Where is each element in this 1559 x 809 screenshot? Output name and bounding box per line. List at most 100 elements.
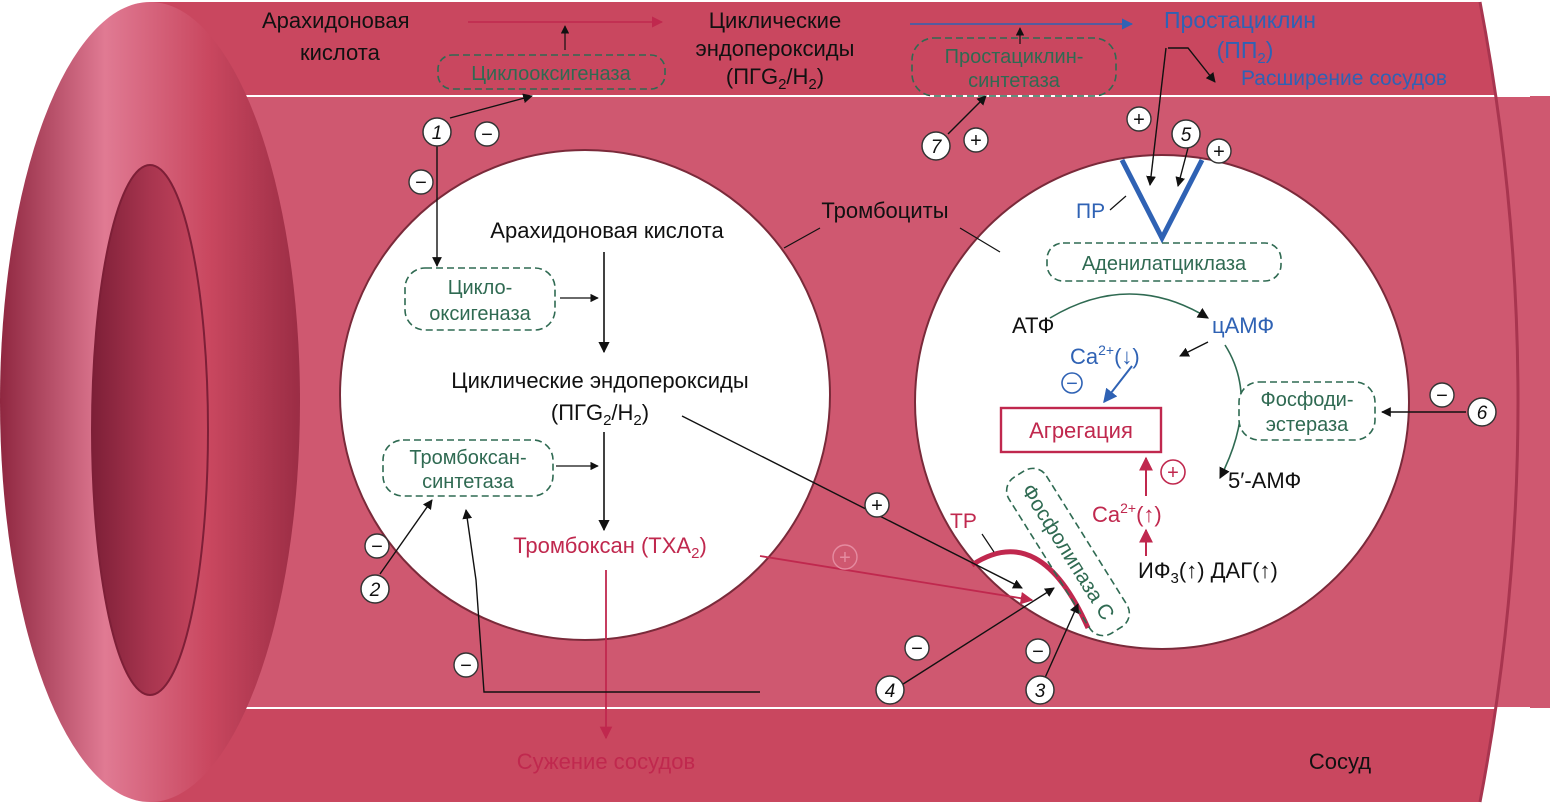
- adenylate-cyclase: Аденилатциклаза: [1082, 253, 1247, 275]
- top-endoperoxides-line2: эндопероксиды: [696, 36, 855, 61]
- ip3-dag: ИФ3(↑) ДАГ(↑): [1138, 558, 1278, 587]
- top-arachidonic-acid-line1: Арахидоновая: [262, 8, 409, 33]
- top-pg-formula: (ПГG2/H2): [726, 64, 824, 93]
- left-pg-formula: (ПГG2/H2): [551, 400, 649, 429]
- svg-text:−: −: [911, 638, 923, 660]
- aggregation: Агрегация: [1029, 418, 1133, 443]
- marker-4: 4: [875, 675, 905, 705]
- arrow-ca-down-to-aggregation: [1103, 365, 1133, 404]
- svg-text:2: 2: [369, 580, 381, 601]
- prostacyclin-synthetase-box: [911, 37, 1117, 97]
- svg-text:3: 3: [1035, 681, 1046, 702]
- plus-ca-up-sign: +: [1167, 462, 1179, 484]
- prostacyclin-pp2: (ПП2): [1217, 37, 1274, 67]
- minus-1-right: −: [474, 121, 500, 147]
- arrow-1-to-cox-top: [449, 93, 533, 119]
- minus-4: −: [904, 635, 930, 661]
- svg-text:+: +: [839, 547, 851, 569]
- arrow-camp-to-ca: [1179, 341, 1209, 357]
- thromboxane-synthetase-box: [382, 439, 554, 497]
- thromboxane-synthetase-line2: синтетаза: [422, 471, 515, 493]
- ca-down: Ca2+(↓): [1070, 342, 1140, 369]
- top-cyclooxygenase-box: [437, 54, 666, 90]
- plus-ca-up: [1160, 459, 1186, 485]
- right-platelet: [914, 154, 1410, 650]
- left-arachidonic-acid: Арахидоновая кислота: [490, 218, 724, 243]
- prostacyclin-synthetase-line1: Простациклин-: [945, 46, 1084, 68]
- pr-label: ПР: [1076, 200, 1105, 223]
- tr-pointer: [981, 533, 995, 553]
- arrow-endoperoxides-to-tr: [681, 415, 1023, 589]
- plus-7: +: [963, 127, 989, 153]
- plus-pr-left: +: [1126, 106, 1152, 132]
- tr-label: ТР: [950, 510, 977, 533]
- marker-2: 2: [360, 574, 390, 604]
- vessel-inner-opening: [91, 164, 209, 696]
- thromboxane-synthetase-line1: Тромбоксан-: [409, 447, 526, 469]
- vasodilation: Расширение сосудов: [1241, 67, 1447, 90]
- svg-text:5: 5: [1181, 125, 1192, 146]
- minus-ca-down: [1061, 372, 1083, 394]
- pr-pointer: [1109, 195, 1127, 211]
- svg-text:−: −: [481, 124, 493, 146]
- amp5: 5′-АМФ: [1228, 468, 1301, 493]
- phosphodiesterase-line2: эстераза: [1266, 414, 1349, 436]
- thrombocytes-pointer-left: [783, 227, 821, 249]
- left-endoperoxides: Циклические эндопероксиды: [451, 368, 748, 393]
- minus-2: −: [364, 533, 390, 559]
- svg-text:6: 6: [1477, 403, 1488, 424]
- svg-text:+: +: [1133, 109, 1145, 131]
- arrow-3-to-tr: [1043, 603, 1079, 681]
- minus-1-down: −: [408, 169, 434, 195]
- arrow-7-to-pcs: [947, 95, 987, 135]
- atp: АТФ: [1012, 313, 1054, 338]
- arrow-thromboxane-to-tr: [759, 555, 1034, 605]
- ca-up: Ca2+(↑): [1092, 500, 1162, 527]
- arrow-4-to-tr: [899, 587, 1055, 687]
- marker-7: 7: [921, 131, 951, 161]
- marker-3: 3: [1025, 675, 1055, 705]
- minus-ca-down-sign: −: [1066, 373, 1078, 395]
- thromboxane: Тромбоксан (ТХА2): [513, 533, 707, 562]
- phosphodiesterase-line1: Фосфоди-: [1261, 389, 1354, 411]
- arrow-atp-to-camp: [1049, 293, 1209, 319]
- top-cyclooxygenase: Циклооксигеназа: [471, 63, 631, 85]
- svg-text:1: 1: [432, 123, 443, 144]
- prostacyclin: Простациклин: [1164, 7, 1316, 33]
- prostacyclin-synthetase-line2: синтетаза: [968, 70, 1061, 92]
- thrombocytes-label: Тромбоциты: [821, 198, 948, 223]
- svg-text:−: −: [371, 536, 383, 558]
- arrow-bottom-to-txs: [462, 509, 490, 693]
- vasoconstriction: Сужение сосудов: [517, 749, 695, 774]
- plus-thromboxane: +: [832, 544, 858, 570]
- minus-3: −: [1025, 638, 1051, 664]
- marker-6: 6: [1467, 397, 1497, 427]
- svg-text:−: −: [460, 655, 472, 677]
- svg-text:+: +: [1213, 141, 1225, 163]
- svg-text:−: −: [1032, 641, 1044, 663]
- plus-5: +: [1206, 138, 1232, 164]
- minus-6: −: [1429, 382, 1455, 408]
- svg-text:7: 7: [931, 137, 943, 158]
- aggregation-box: [999, 406, 1163, 454]
- marker-5: 5: [1171, 119, 1201, 149]
- adenylate-cyclase-box: [1046, 242, 1282, 282]
- left-cyclooxygenase-line2: оксигеназа: [429, 303, 531, 325]
- svg-text:−: −: [415, 172, 427, 194]
- arrow-2-to-txs: [379, 499, 433, 575]
- thrombocytes-pointer-right: [959, 227, 1001, 253]
- left-cyclooxygenase-line1: Цикло-: [448, 277, 513, 299]
- minus-bottom-left: −: [453, 652, 479, 678]
- vessel-right-edge: [1478, 1, 1520, 803]
- svg-text:+: +: [871, 495, 883, 517]
- arrow-prostacyclin-to-vasodilation: [1168, 47, 1216, 83]
- camp: цАМФ: [1212, 313, 1274, 338]
- arrow-5-to-pr: [1175, 147, 1189, 187]
- marker-1: 1: [422, 117, 452, 147]
- svg-text:4: 4: [885, 681, 896, 702]
- phospholipase-c-box: [1005, 467, 1131, 637]
- top-endoperoxides-line1: Циклические: [709, 8, 841, 33]
- top-arachidonic-acid-line2: кислота: [300, 40, 381, 65]
- vessel-label: Сосуд: [1309, 749, 1371, 774]
